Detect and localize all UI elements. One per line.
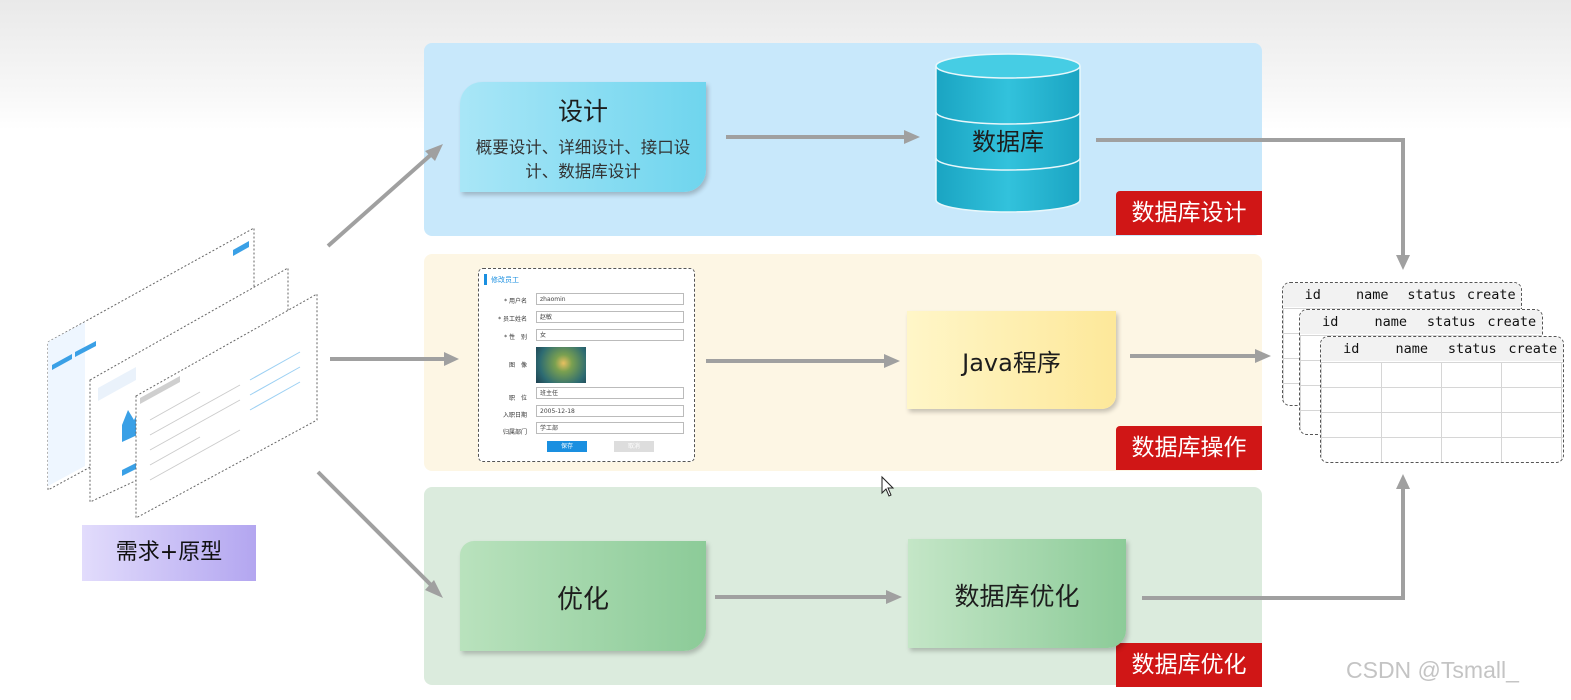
table-front-col-create: create: [1508, 341, 1558, 357]
arrow-to-design: [326, 150, 436, 248]
optimize-card: 优化: [460, 541, 706, 651]
java-label: Java程序: [962, 349, 1061, 377]
form-label-entry-date: 入职日期: [502, 412, 527, 419]
tag-database-design: 数据库设计: [1116, 191, 1262, 235]
table-back-col-id: id: [1304, 287, 1321, 303]
form-label-image: 图 像: [508, 362, 527, 369]
form-cancel-button[interactable]: 取消: [614, 441, 654, 452]
tag-database-optimization: 数据库优化: [1116, 643, 1262, 687]
watermark: CSDN @Tsmall_: [1346, 657, 1519, 683]
form-label-position: 职 位: [508, 395, 527, 402]
table-middle-col-status: status: [1426, 314, 1476, 330]
db-optimize-label: 数据库优化: [954, 582, 1080, 611]
table-front-col-id: id: [1343, 341, 1360, 357]
form-save-button[interactable]: 保存: [547, 441, 587, 452]
form-select-position[interactable]: 班主任: [536, 387, 684, 399]
table-front: id name status create: [1320, 336, 1564, 463]
table-back-header: id name status create: [1283, 283, 1521, 307]
table-back-col-status: status: [1407, 287, 1457, 303]
table-middle-col-id: id: [1322, 314, 1339, 330]
prototype-page-front: [135, 293, 318, 519]
table-middle-col-create: create: [1487, 314, 1537, 330]
table-front-col-name: name: [1395, 341, 1428, 357]
table-middle-col-name: name: [1374, 314, 1407, 330]
arrow-to-optimize: [316, 470, 436, 590]
design-card: 设计 概要设计、详细设计、接口设计、数据库设计: [460, 82, 706, 192]
form-title: 修改员工: [491, 276, 519, 284]
form-label-username: * 用户名: [504, 298, 527, 305]
form-select-gender[interactable]: 女: [536, 329, 684, 341]
form-title-bar: [484, 274, 487, 285]
table-front-grid: [1321, 362, 1563, 462]
form-image[interactable]: [536, 347, 586, 383]
database-cylinder: [935, 53, 1081, 213]
form-input-entry-date[interactable]: 2005-12-18: [536, 405, 684, 417]
table-back-col-name: name: [1355, 287, 1389, 303]
tag-database-operation: 数据库操作: [1116, 426, 1262, 470]
db-optimize-card: 数据库优化: [908, 539, 1126, 648]
form-select-department[interactable]: 学工部: [536, 422, 684, 434]
form-input-name[interactable]: 赵敏: [536, 311, 684, 323]
form-label-gender: * 性 别: [504, 334, 527, 341]
requirement-prototype-label: 需求+原型: [82, 525, 256, 581]
table-middle-header: id name status create: [1300, 310, 1542, 334]
form-input-username[interactable]: zhaomin: [536, 293, 684, 305]
form-label-department: 归属部门: [502, 429, 527, 436]
table-back-col-create: create: [1466, 287, 1516, 303]
design-subtitle: 概要设计、详细设计、接口设计、数据库设计: [475, 138, 691, 181]
form-label-name: * 员工姓名: [498, 316, 527, 323]
prototype-stack: [47, 227, 318, 519]
java-card: Java程序: [907, 311, 1116, 409]
table-front-header: id name status create: [1321, 337, 1563, 361]
optimize-label: 优化: [556, 585, 609, 615]
database-label: 数据库: [972, 128, 1044, 156]
employee-form: 修改员工 * 用户名 zhaomin * 员工姓名 赵敏 * 性 别 女 图 像…: [478, 268, 695, 462]
table-front-col-status: status: [1447, 341, 1497, 357]
design-title: 设计: [557, 97, 608, 126]
